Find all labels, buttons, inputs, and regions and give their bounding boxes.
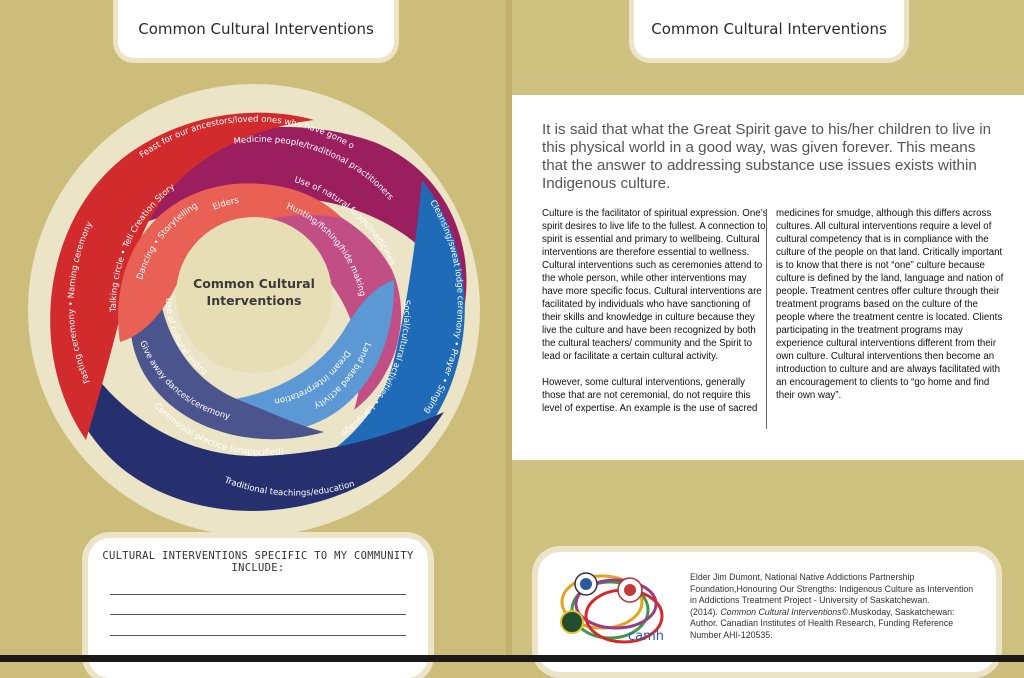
salmon-arm <box>118 183 342 342</box>
lead-paragraph: It is said that what the Great Spirit ga… <box>542 121 992 192</box>
lightblue-arm <box>174 280 395 433</box>
citation-box: camh Elder Jim Dumont, National Native A… <box>538 552 996 672</box>
blue-arm <box>204 180 465 506</box>
paragraph: However, some cultural interventions, ge… <box>542 377 758 414</box>
foundation-emblem-center-icon <box>624 584 636 596</box>
navy-arm <box>61 320 444 511</box>
text-column-left: Culture is the facilitator of spiritual … <box>542 207 770 428</box>
center-title-line1: Common Cultural <box>193 276 315 291</box>
paragraph: Culture is the facilitator of spiritual … <box>542 208 768 362</box>
citation-line-2: ©.Muskoday, Saskatchewan: Author. Canadi… <box>690 606 955 640</box>
paragraph: medicines for smudge, although this diff… <box>776 208 1004 401</box>
pink-arm <box>194 191 402 410</box>
citation-text: Elder Jim Dumont, National Native Addict… <box>690 572 982 641</box>
center-title-line2: Interventions <box>207 293 302 308</box>
write-in-line[interactable] <box>110 635 406 636</box>
citation-year: (2014). <box>690 606 721 617</box>
bottom-bar <box>0 655 1024 662</box>
university-crest-icon <box>560 610 584 634</box>
red-arm <box>50 112 314 441</box>
camh-logo-text: camh <box>628 629 664 644</box>
content-panel: It is said that what the Great Spirit ga… <box>512 95 1024 460</box>
right-page-title: Common Cultural Interventions <box>634 0 904 58</box>
cultural-interventions-diagram: Common Cultural Interventions Feast for … <box>24 80 480 536</box>
citation-title: Common Cultural Interventions <box>720 606 842 617</box>
column-divider <box>766 209 767 429</box>
center-disc <box>176 217 332 373</box>
citation-line-1: Elder Jim Dumont, National Native Addict… <box>690 572 974 605</box>
text-column-right: medicines for smudge, although this diff… <box>776 207 1008 415</box>
write-in-line[interactable] <box>110 594 406 595</box>
community-box-title: Cultural interventions specific to my co… <box>102 550 414 574</box>
slate-arm <box>130 250 324 440</box>
write-in-line[interactable] <box>110 614 406 615</box>
seal-center-icon <box>580 578 592 590</box>
community-interventions-box: Cultural interventions specific to my co… <box>88 538 428 678</box>
partner-logos: camh <box>560 572 664 644</box>
page-gutter <box>506 0 512 662</box>
left-page-title: Common Cultural Interventions <box>118 0 394 58</box>
